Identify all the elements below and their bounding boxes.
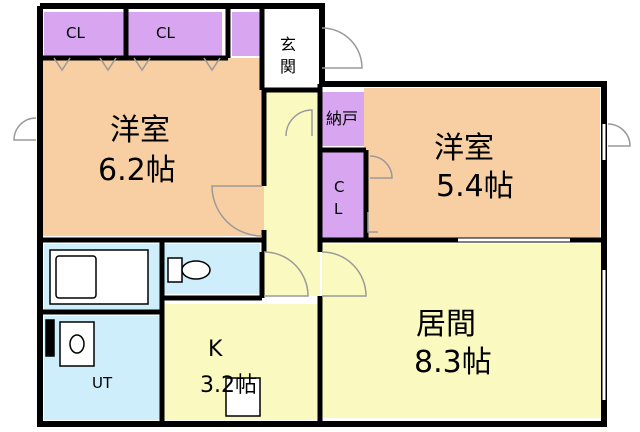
closet-1-label: CL bbox=[66, 24, 85, 42]
washbasin bbox=[45, 319, 95, 367]
bedroom-west-fill bbox=[40, 58, 264, 236]
closet-3-label-c: C bbox=[334, 178, 344, 196]
entrance-label-2: 関 bbox=[280, 57, 296, 76]
utility-label: UT bbox=[92, 374, 113, 392]
bedroom-east-fill bbox=[364, 88, 600, 238]
closet-2-label: CL bbox=[156, 24, 175, 42]
closet-2-fill bbox=[128, 12, 222, 56]
bedroom-east-name: 洋室 bbox=[434, 131, 494, 166]
outer-walls bbox=[37, 3, 607, 427]
window-frames bbox=[458, 237, 607, 400]
door-swings bbox=[13, 27, 631, 297]
entrance-label-1: 玄 bbox=[280, 35, 296, 54]
kitchen-name: K bbox=[208, 337, 223, 362]
bedroom-west-size: 6.2帖 bbox=[98, 153, 176, 188]
living-fill bbox=[322, 244, 602, 418]
small-closet-fill bbox=[232, 12, 260, 56]
living-size: 8.3帖 bbox=[414, 345, 492, 380]
bathtub bbox=[49, 249, 149, 305]
closet-1-fill bbox=[44, 12, 124, 56]
closet-3-label-l: L bbox=[334, 200, 343, 218]
kitchen-size: 3.2帖 bbox=[200, 373, 257, 398]
storage-label: 納戸 bbox=[326, 109, 358, 128]
kitchen-sink bbox=[225, 377, 261, 417]
bedroom-east-size: 5.4帖 bbox=[436, 169, 514, 204]
living-name: 居間 bbox=[416, 307, 476, 342]
windows bbox=[458, 124, 606, 400]
closet-3-fill bbox=[322, 152, 364, 238]
entrance-fill bbox=[266, 12, 316, 90]
bedroom-west-name: 洋室 bbox=[110, 113, 170, 148]
toilet-fixture bbox=[167, 257, 211, 283]
